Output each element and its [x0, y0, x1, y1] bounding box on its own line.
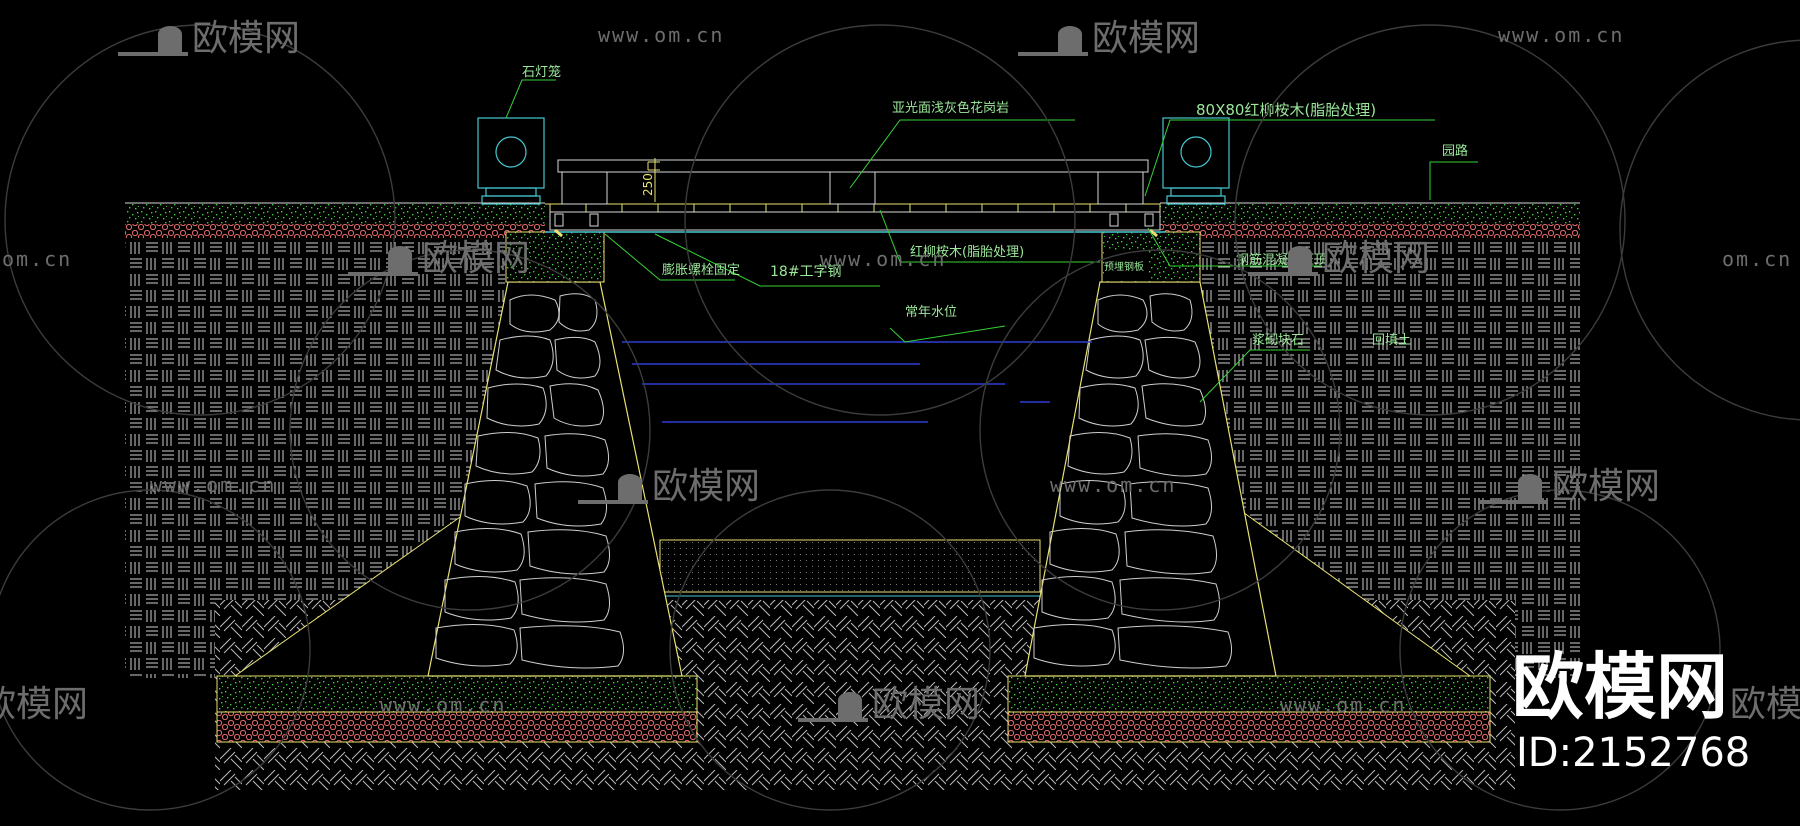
watermark-brand-9: 欧模网	[1730, 684, 1800, 725]
watermark-brand-4: 欧模网	[1322, 238, 1430, 279]
watermark-brand-2: 欧模网	[1092, 18, 1200, 59]
abutment-left	[427, 281, 683, 677]
concrete-cap-left	[505, 231, 605, 283]
watermark-url-2: www.om.cn	[1498, 23, 1624, 47]
leader-lines	[505, 79, 1478, 403]
label-anchor: 膨胀螺栓固定	[662, 263, 740, 278]
watermark-url-6: www.om.cn	[380, 693, 506, 717]
watermark-layer: 欧模网 欧模网 欧模网 欧模网 欧模网 欧模网 欧模网 欧模网 欧模网 www.…	[0, 18, 1800, 811]
watermark-url-1: www.om.cn	[598, 23, 724, 47]
path-surface-right	[1160, 204, 1580, 224]
path-gravel-right	[1160, 224, 1580, 238]
label-timber-deck: 红柳桉木(脂胎处理)	[910, 244, 1024, 260]
watermark-logo-icon	[118, 26, 1548, 722]
watermark-url-partial-right: om.cn	[1722, 247, 1792, 271]
watermark-url-partial-left: om.cn	[2, 247, 72, 271]
water-lines	[622, 341, 1092, 423]
brand-logo-text: 欧模网	[1512, 645, 1728, 729]
label-water-level: 常年水位	[905, 305, 957, 320]
path-gravel-left	[125, 224, 545, 238]
watermark-brand-7: 欧模网	[872, 684, 980, 725]
watermark-brand-5: 欧模网	[652, 466, 760, 507]
label-concrete-cap: 钢筋混凝土压顶	[1236, 252, 1327, 268]
watermark-brand-3: 欧模网	[422, 238, 530, 279]
label-dim-250: 250	[641, 173, 655, 196]
path-surface-left	[125, 204, 545, 224]
label-steel-beam: 18#工字钢	[770, 264, 842, 280]
stream-bed	[659, 539, 1041, 593]
stone-lantern-left	[477, 117, 545, 205]
brand-id-text: ID:2152768	[1516, 730, 1750, 776]
label-stone-lamp: 石灯笼	[522, 64, 561, 80]
label-timber-beam: 80X80红柳桉木(脂胎处理)	[1196, 101, 1376, 119]
watermark-url-5: www.om.cn	[820, 247, 946, 271]
watermark-url-4: www.om.cn	[1050, 473, 1176, 497]
bench-rail	[557, 159, 1149, 205]
bridge-deck	[545, 203, 1165, 238]
label-masonry: 浆砌块石	[1252, 333, 1304, 348]
footing-left	[216, 675, 698, 743]
watermark-brand-1: 欧模网	[192, 18, 300, 59]
label-backfill: 回填土	[1372, 333, 1411, 348]
stone-lantern-right	[1162, 117, 1230, 205]
label-path: 园路	[1442, 143, 1468, 159]
label-small-plate: 预埋钢板	[1104, 260, 1144, 273]
watermark-brand-8: 欧模网	[0, 684, 88, 725]
watermark-url-7: www.om.cn	[1280, 693, 1406, 717]
watermark-url-3: www.om.cn	[150, 473, 276, 497]
label-deck-stone: 亚光面浅灰色花岗岩	[892, 100, 1009, 116]
footing-right	[1007, 675, 1491, 743]
watermark-brand-6: 欧模网	[1552, 466, 1660, 507]
